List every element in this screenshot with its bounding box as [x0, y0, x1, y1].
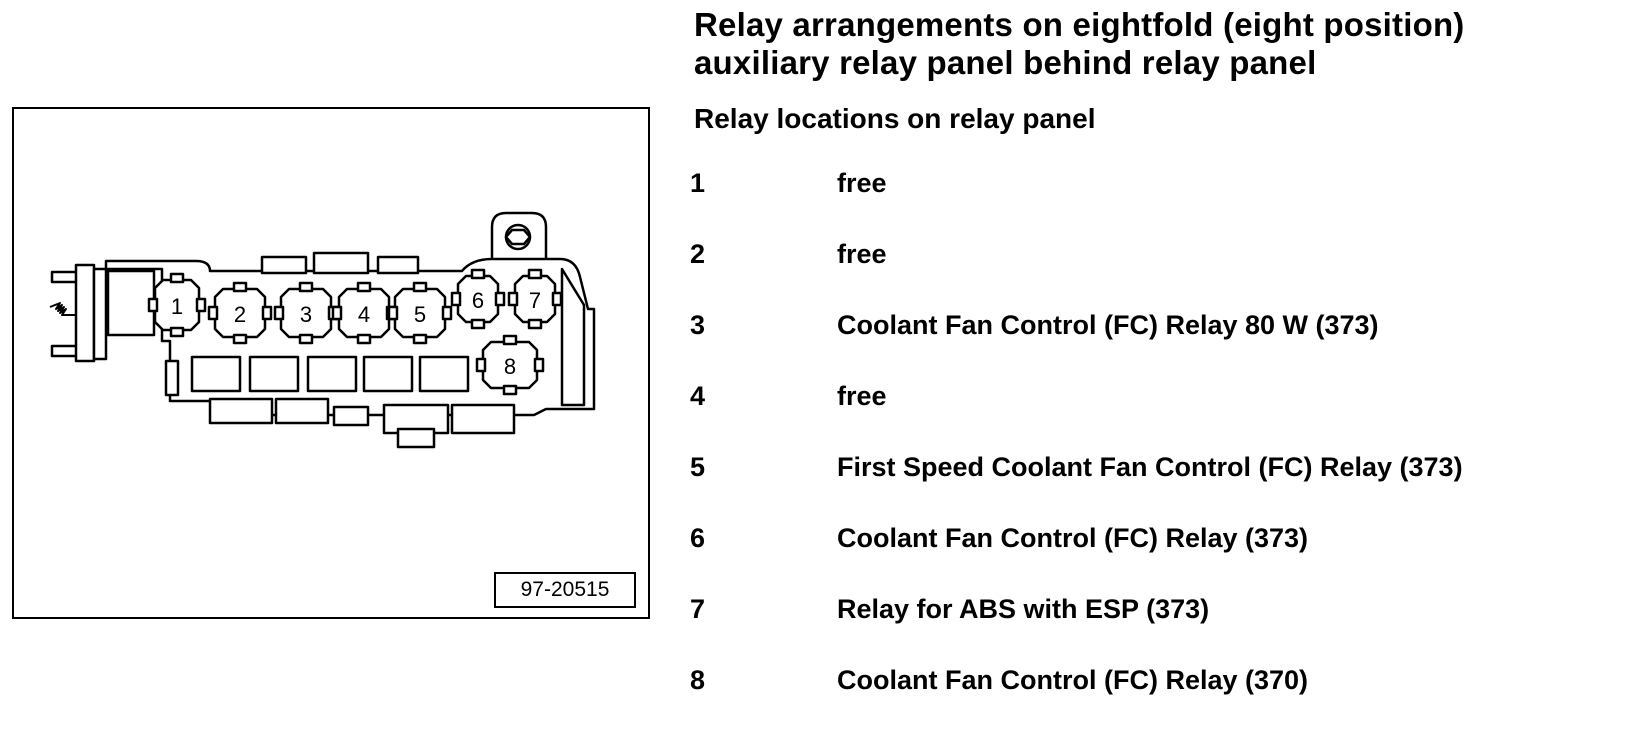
subtitle: Relay locations on relay panel [694, 103, 1096, 134]
bottom-fuse-row [164, 355, 516, 449]
relay-panel-diagram: 1 2 3 4 5 6 7 8 97-20515 [12, 107, 650, 619]
legend-description: free [837, 381, 887, 411]
legend-number: 2 [690, 239, 706, 269]
relay-label-6: 6 [472, 288, 484, 313]
legend-description: free [837, 168, 887, 198]
relay-label-1: 1 [171, 294, 183, 319]
legend-row-1: 1 free [690, 168, 1640, 208]
side-plate [560, 267, 586, 407]
title-line-2: auxiliary relay panel behind relay panel [694, 44, 1317, 81]
legend-number: 3 [690, 310, 706, 340]
legend-description: free [837, 239, 887, 269]
mounting-tab [490, 211, 548, 265]
title-line-1: Relay arrangements on eightfold (eight p… [694, 6, 1465, 43]
relay-socket-8: 8 [475, 334, 545, 396]
relay-socket-4: 4 [331, 281, 397, 345]
legend-description: First Speed Coolant Fan Control (FC) Rel… [837, 452, 1463, 482]
relay-label-2: 2 [234, 302, 246, 327]
relay-socket-1: 1 [147, 272, 207, 338]
legend-row-5: 5 First Speed Coolant Fan Control (FC) R… [690, 452, 1640, 492]
legend-number: 7 [690, 594, 706, 624]
legend-number: 8 [690, 665, 706, 695]
legend-row-4: 4 free [690, 381, 1640, 421]
legend-description: Relay for ABS with ESP (373) [837, 594, 1210, 624]
legend-number: 5 [690, 452, 706, 482]
relay-label-7: 7 [529, 288, 541, 313]
legend-description: Coolant Fan Control (FC) Relay (373) [837, 523, 1309, 553]
relay-panel-drawing: 1 2 3 4 5 6 7 8 [49, 211, 596, 449]
legend-description: Coolant Fan Control (FC) Relay 80 W (373… [837, 310, 1379, 340]
relay-sockets: 1 2 3 4 5 6 7 8 [147, 268, 563, 396]
legend-number: 4 [690, 381, 706, 411]
relay-socket-7: 7 [507, 268, 563, 330]
figure-id-label: 97-20515 [494, 572, 636, 608]
legend-number: 6 [690, 523, 706, 553]
page-title: Relay arrangements on eightfold (eight p… [694, 6, 1465, 82]
legend-row-3: 3 Coolant Fan Control (FC) Relay 80 W (3… [690, 310, 1640, 350]
legend-row-7: 7 Relay for ABS with ESP (373) [690, 594, 1640, 634]
legend-description: Coolant Fan Control (FC) Relay (370) [837, 665, 1309, 695]
legend-row-8: 8 Coolant Fan Control (FC) Relay (370) [690, 665, 1640, 705]
relay-socket-3: 3 [273, 281, 339, 345]
relay-socket-6: 6 [450, 268, 506, 330]
relay-block-left [106, 269, 156, 337]
relay-label-8: 8 [504, 354, 516, 379]
legend-row-6: 6 Coolant Fan Control (FC) Relay (373) [690, 523, 1640, 563]
relay-socket-5: 5 [387, 281, 453, 345]
mounting-bracket [49, 263, 108, 363]
top-connectors [260, 251, 420, 275]
relay-label-5: 5 [414, 302, 426, 327]
relay-label-3: 3 [300, 302, 312, 327]
legend-number: 1 [690, 168, 706, 198]
relay-socket-2: 2 [207, 281, 273, 345]
legend-row-2: 2 free [690, 239, 1640, 279]
relay-label-4: 4 [358, 302, 370, 327]
